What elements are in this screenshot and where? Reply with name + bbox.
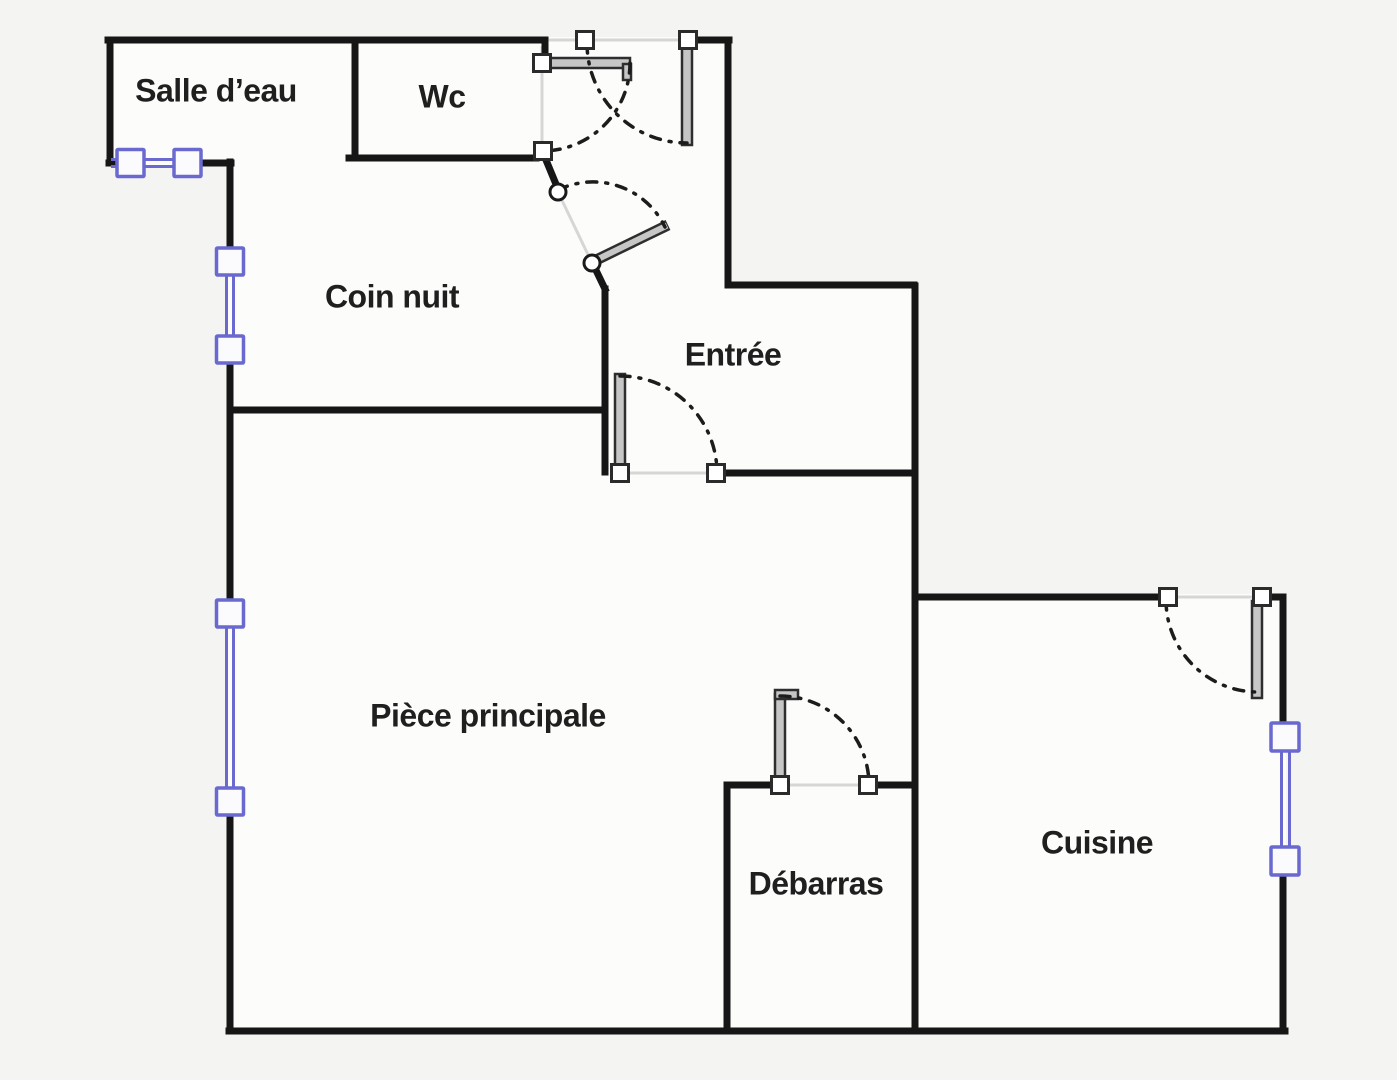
swing-arc-debarras-door <box>778 694 871 787</box>
floor-area <box>106 37 1286 1034</box>
door-swing-arcs <box>540 41 1260 787</box>
salle-deau-window <box>111 147 203 179</box>
walls <box>104 36 1289 1035</box>
left-wall-upper-window <box>214 246 246 365</box>
left-wall-lower-window <box>214 598 246 817</box>
jamb-debarras-door-left <box>770 775 790 795</box>
swing-arc-coin-nuit-door <box>556 180 667 229</box>
room-label-piece-principale: Pièce principale <box>370 697 606 734</box>
swing-arc-entree-door <box>618 374 719 475</box>
room-label-wc: Wc <box>418 78 467 115</box>
room-label-salle-deau: Salle d’eau <box>135 72 297 109</box>
jamb-cuisine-door-left <box>1158 587 1178 607</box>
door-leaf-front <box>680 43 694 147</box>
door-leaf-coin-nuit <box>589 220 671 267</box>
window-end-square <box>214 246 246 277</box>
window-end-square <box>172 147 203 179</box>
door-hinges <box>548 182 602 273</box>
window-end-square <box>115 147 146 179</box>
swing-arc-front-door <box>585 41 689 145</box>
window-end-square <box>214 334 246 365</box>
hinge-coin-nuit-upper <box>548 182 568 202</box>
room-label-cuisine: Cuisine <box>1040 824 1154 861</box>
cuisine-right-window <box>1269 721 1301 877</box>
door-jambs <box>532 30 1272 795</box>
jamb-entree-door-right <box>706 463 726 483</box>
swing-arc-cuisine-door <box>1164 598 1260 694</box>
door-leaf-entree <box>613 372 627 471</box>
room-label-coin-nuit: Coin nuit <box>324 278 460 315</box>
window-end-square <box>1269 845 1301 877</box>
windows <box>111 147 1301 877</box>
door-leaf-cuisine <box>1250 599 1264 700</box>
room-label-entree: Entrée <box>684 336 782 373</box>
opening-coin-nuit-door <box>556 191 594 264</box>
hinge-coin-nuit-lower <box>582 253 602 273</box>
room-label-debarras: Débarras <box>748 865 884 902</box>
jamb-debarras-door-right <box>858 775 878 795</box>
jamb-front-door-right <box>678 30 698 50</box>
window-end-square <box>214 786 246 817</box>
jamb-front-door-left <box>575 30 595 50</box>
jamb-wc-door-top <box>532 53 552 73</box>
jamb-cuisine-door-right <box>1252 587 1272 607</box>
swing-arc-wc-door <box>540 61 632 153</box>
window-end-square <box>214 598 246 629</box>
jamb-entree-door-left <box>610 463 630 483</box>
window-end-square <box>1269 721 1301 753</box>
jamb-wc-door-bottom <box>533 141 553 161</box>
